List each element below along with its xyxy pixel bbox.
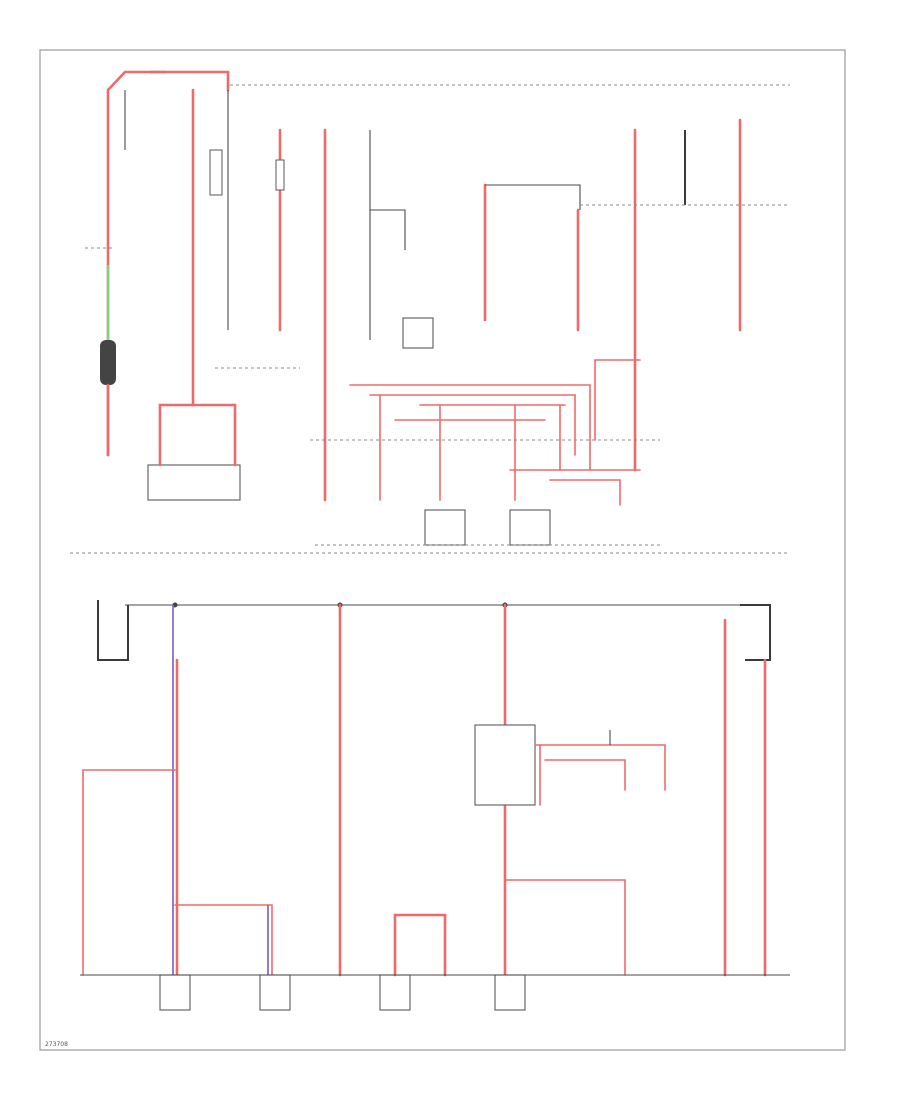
fuse-col-3 [275,159,285,191]
load-3-feed [393,913,447,977]
load-box-2 [259,974,291,1011]
load-box-4 [494,974,526,1011]
fuse-col-2 [209,149,223,196]
body-control-box-b [509,509,551,546]
figure-number: 273708 [45,1041,68,1048]
lower-right-ground-loop [740,604,771,661]
relay-module-lower [474,724,536,806]
battery-feed-wire [106,70,230,457]
load-box-3 [379,974,411,1011]
feed-col-6-bus [485,184,581,210]
lower-left-ground-loop [97,600,129,661]
generator-coil [100,340,116,385]
relay-out-1 [534,744,666,791]
powertrain-control-module [147,464,241,501]
pcm-feed [158,403,237,467]
upper-section [85,70,790,546]
upper-feed-columns [191,88,790,502]
feed-col-5b [370,209,406,250]
feed-lower-3-branch [504,879,626,976]
feed-lower-1-branch [82,769,176,976]
body-control-box-a [424,509,466,546]
relay-out-3 [544,759,626,791]
lower-section [80,600,790,1011]
diagram-frame [39,49,846,1051]
power-distribution-network [349,359,641,506]
load-box-1 [159,974,191,1011]
feed-lower-1-branch-b [174,904,273,976]
relay-box-upper [402,317,434,349]
